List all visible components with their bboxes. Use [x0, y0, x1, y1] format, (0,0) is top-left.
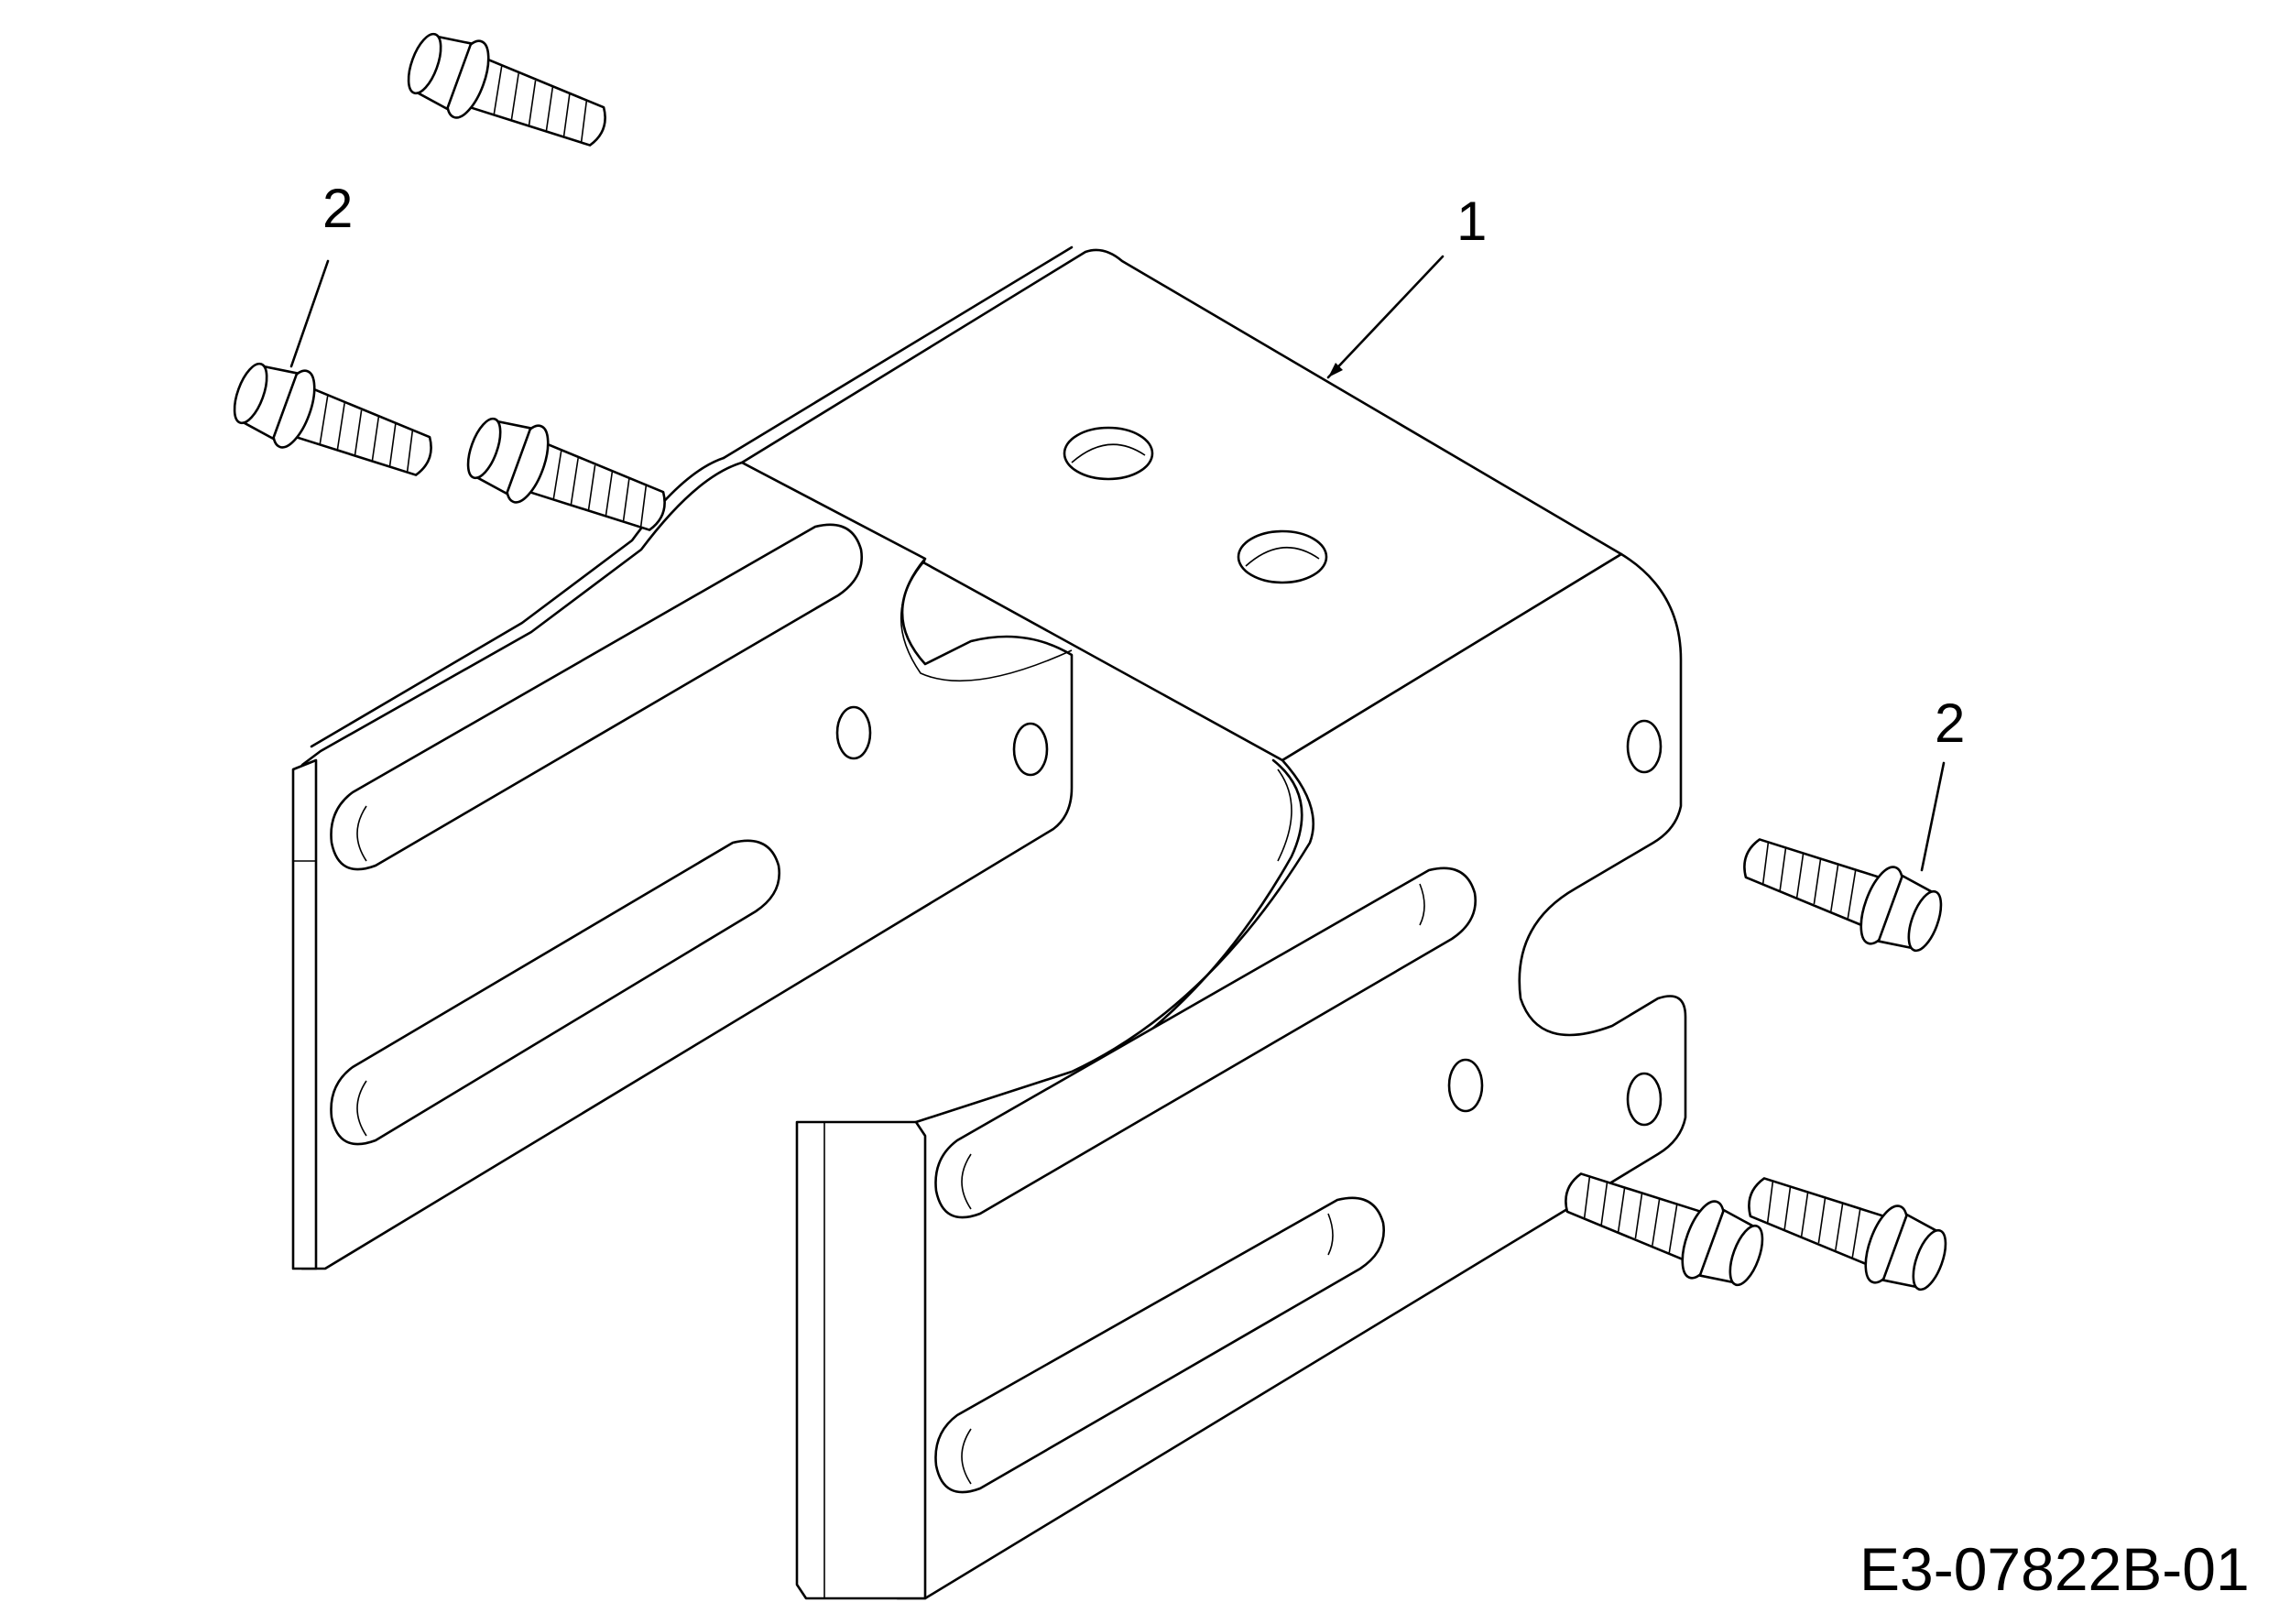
flange-bolt-6: [1748, 1177, 1947, 1292]
leader-line-part-2-right: [1920, 761, 1946, 872]
callout-part-2-right: 2: [1935, 692, 1966, 754]
leader-arrowhead-part-1: [1328, 363, 1343, 377]
callout-part-2-top-left: 2: [322, 178, 354, 239]
flange-bolt-3: [466, 417, 666, 531]
flange-bolt-1: [407, 32, 606, 147]
flange-bolt-2: [233, 362, 432, 476]
callout-part-1: 1: [1456, 191, 1488, 252]
leader-line-part-1: [1326, 255, 1445, 379]
drawing-number: E3-07822B-01: [1859, 1535, 2250, 1603]
flange-bolt-4: [1743, 838, 1943, 953]
flange-bolt-5: [1565, 1172, 1764, 1287]
leader-line-part-2-left: [289, 259, 330, 368]
mounting-bracket: [291, 245, 1687, 1600]
